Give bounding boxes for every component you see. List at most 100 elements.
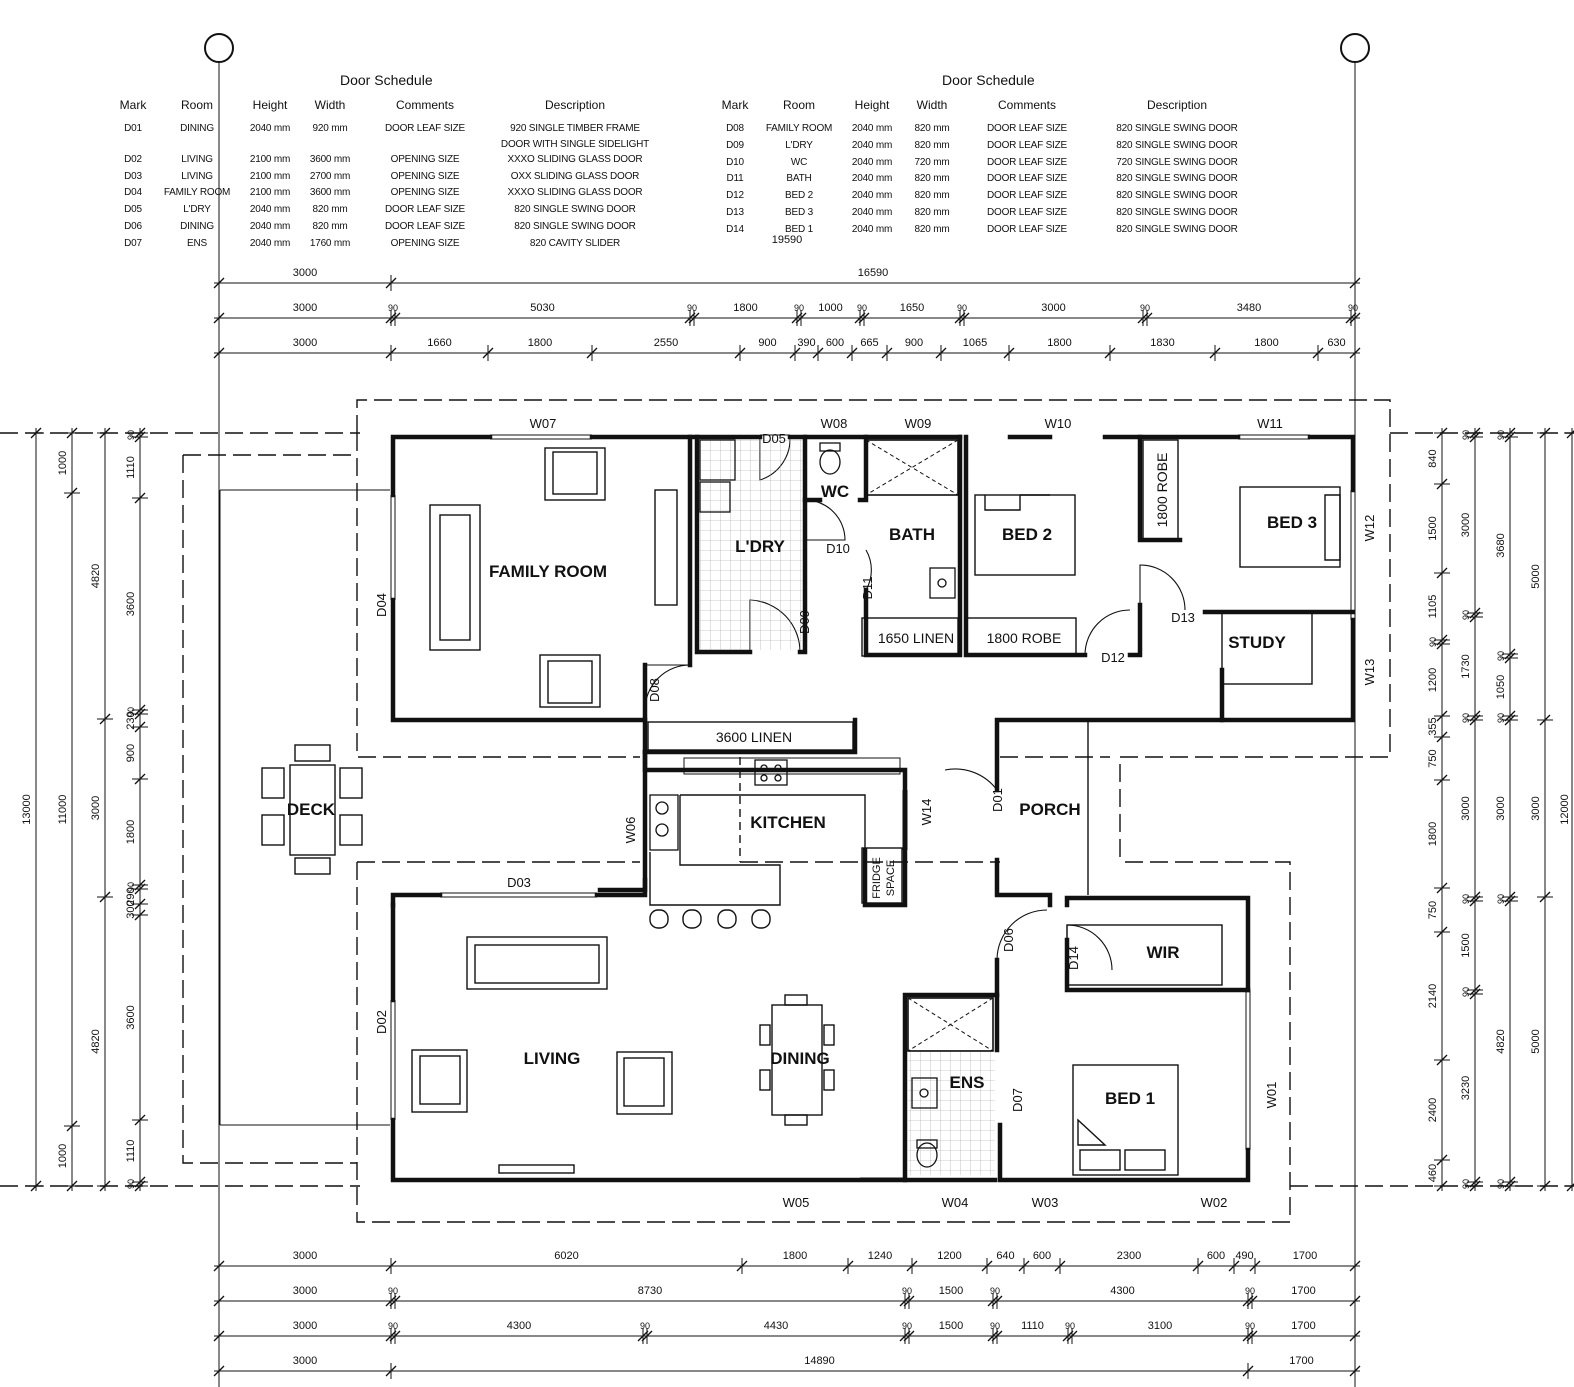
- schedule-cell: 820 mm: [914, 140, 950, 151]
- window-openings: [390, 434, 1356, 1179]
- door-label-d06: D06: [1001, 928, 1016, 952]
- dimension-value: 460: [1427, 1164, 1439, 1182]
- schedule-cell: 820 SINGLE SWING DOOR: [1116, 224, 1238, 235]
- dimension-value: 355: [1427, 717, 1439, 735]
- laundry-tiles: [699, 439, 803, 650]
- door-label-d13: D13: [1171, 610, 1195, 625]
- schedule-cell: D11: [726, 173, 744, 184]
- schedule-cell: OPENING SIZE: [390, 187, 460, 198]
- dimension-value: 2300: [1117, 1250, 1141, 1262]
- schedule-cell: OPENING SIZE: [390, 238, 460, 249]
- room-label-study: STUDY: [1228, 633, 1286, 652]
- dimension-value: 2550: [654, 337, 678, 349]
- dimension-value: 90: [1461, 1179, 1471, 1189]
- dimension-value: 14890: [804, 1355, 835, 1367]
- shower-icons: [865, 439, 994, 1052]
- schedule-cell: 820 mm: [914, 123, 950, 134]
- door-label-d05: D05: [762, 431, 786, 446]
- schedule-cell: 2100 mm: [249, 154, 291, 165]
- dimension-value: 90: [990, 1321, 1000, 1331]
- schedule-cell: LIVING: [181, 154, 213, 165]
- schedule-cell: D04: [124, 187, 142, 198]
- room-label-ens: ENS: [950, 1073, 985, 1092]
- dimension-value: 90: [1428, 637, 1438, 647]
- room-label-bed2: BED 2: [1002, 525, 1052, 544]
- room-label-family-room: FAMILY ROOM: [489, 562, 607, 581]
- dimension-value: 300: [125, 900, 137, 918]
- schedule-cell: DOOR LEAF SIZE: [385, 221, 465, 232]
- dimension-value: 12000: [1559, 794, 1571, 825]
- dimension-value: 90: [1245, 1321, 1255, 1331]
- dimension-value: 3000: [293, 1285, 317, 1297]
- schedule-title: Door Schedule: [340, 72, 433, 88]
- dimension-value: 1800: [528, 337, 552, 349]
- dimension-value: 90: [388, 1321, 398, 1331]
- schedule-header: Height: [854, 98, 890, 112]
- schedule-cell: ENS: [187, 238, 207, 249]
- schedule-cell: D09: [726, 140, 744, 151]
- schedule-cell: D14: [726, 224, 744, 235]
- furniture: [261, 447, 1341, 1176]
- dimension-value: 90: [857, 303, 867, 313]
- dimension-value: 750: [1427, 901, 1439, 919]
- window-label-w03: W03: [1032, 1195, 1059, 1210]
- dimension-value: 2400: [1427, 1098, 1439, 1122]
- schedule-cell: 820 SINGLE SWING DOOR: [1116, 190, 1238, 201]
- dimension-value: 600: [1033, 1250, 1051, 1262]
- schedule-cell: D03: [124, 171, 142, 182]
- schedule-cell: OXX SLIDING GLASS DOOR: [510, 171, 640, 182]
- dimension-value: 390: [797, 337, 815, 349]
- schedule-cell: DOOR LEAF SIZE: [385, 123, 465, 134]
- dimension-value: 900: [758, 337, 776, 349]
- door-label-d07: D07: [1010, 1088, 1025, 1112]
- dimension-value: 3480: [1237, 302, 1261, 314]
- fixtures: [649, 439, 956, 1168]
- dimension-value: 1500: [939, 1285, 963, 1297]
- dimension-value: 3600: [125, 592, 137, 616]
- schedule-header: Room: [782, 98, 816, 112]
- dimension-value: 640: [996, 1250, 1014, 1262]
- schedule-cell: DOOR LEAF SIZE: [385, 204, 465, 215]
- window-label-w05: W05: [783, 1195, 810, 1210]
- window-label-w13: W13: [1362, 659, 1377, 686]
- schedule-cell: BED 1: [785, 224, 813, 235]
- dimension-value: 6020: [554, 1250, 578, 1262]
- door-label-d09: D09: [797, 610, 812, 634]
- dimension-lines: [28, 275, 1574, 1379]
- schedule-cell: D01: [124, 123, 142, 134]
- dimension-value: 1700: [1291, 1285, 1315, 1297]
- schedule-cell: BED 2: [785, 190, 813, 201]
- dimension-value: 3000: [1530, 796, 1542, 820]
- dimension-value: 1065: [963, 337, 987, 349]
- schedule-header: Width: [314, 98, 346, 112]
- dimension-value: 13000: [21, 794, 33, 825]
- dimension-value: 90: [126, 882, 136, 892]
- dimension-value: 90: [1065, 1321, 1075, 1331]
- schedule-cell: D08: [726, 123, 744, 134]
- dimension-value: 1500: [1427, 516, 1439, 540]
- schedule-cell: XXXO SLIDING GLASS DOOR: [507, 187, 643, 198]
- schedule-cell: 2040 mm: [851, 123, 893, 134]
- dimension-value: 600: [826, 337, 844, 349]
- schedule-cell: D05: [124, 204, 142, 215]
- schedule-cell: DINING: [180, 221, 214, 232]
- door-label-d12: D12: [1101, 650, 1125, 665]
- schedule-cell: 820 mm: [914, 224, 950, 235]
- dimension-value: 90: [1461, 713, 1471, 723]
- window-label-w08: W08: [821, 416, 848, 431]
- schedule-cell: XXXO SLIDING GLASS DOOR: [507, 154, 643, 165]
- dimension-value: 4300: [1110, 1285, 1134, 1297]
- dimension-value: 3000: [293, 1320, 317, 1332]
- dimension-value: 3000: [293, 1250, 317, 1262]
- schedule-cell: 820 mm: [914, 173, 950, 184]
- schedule-cell: 720 SINGLE SWING DOOR: [1116, 157, 1238, 168]
- dimension-value: 1800: [783, 1250, 807, 1262]
- schedule-header: Description: [1146, 98, 1208, 112]
- label-linen-bath: 1650 LINEN: [878, 630, 954, 646]
- dimension-value: 1800: [1047, 337, 1071, 349]
- window-label-w01: W01: [1264, 1082, 1279, 1109]
- dimension-value: 90: [902, 1321, 912, 1331]
- walls: [390, 434, 1356, 1183]
- kitchen-bench: [649, 757, 901, 929]
